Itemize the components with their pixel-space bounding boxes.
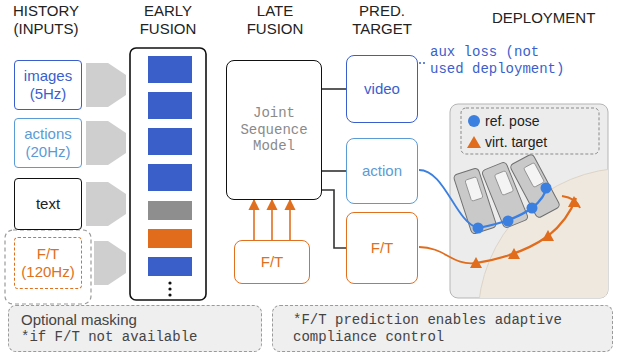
node-text: video [364, 80, 400, 98]
node-text: F/T (120Hz) [20, 245, 76, 281]
node-text: *if F/T not available [21, 329, 197, 346]
input-box: images (5Hz) [14, 60, 82, 110]
target-box: action [346, 138, 418, 204]
node-text: action [362, 162, 402, 180]
node-text: images (5Hz) [20, 67, 76, 103]
input-funnels [86, 63, 126, 285]
legend-circle [468, 115, 480, 127]
ref-pose-dots [473, 183, 552, 234]
legend-text: virt. target [485, 134, 595, 151]
connector [322, 89, 346, 90]
robot-scene [453, 153, 608, 298]
note-box: Optional masking*if F/T not available [8, 305, 262, 352]
legend-text: ref. pose [485, 113, 595, 130]
action-wire [419, 170, 478, 228]
aux-note: aux loss (not used deployment) [430, 44, 572, 78]
legend-box [461, 108, 599, 154]
aux-leader [419, 62, 426, 64]
column-header: DEPLOYMENT [492, 9, 617, 27]
masking-bracket [5, 230, 91, 304]
legend-triangle [467, 136, 481, 148]
late-input-box: F/T [234, 240, 310, 284]
input-box: F/T (120Hz) [14, 237, 82, 289]
connector [322, 171, 346, 172]
early-fusion-box [130, 48, 206, 300]
node-text: F/T [371, 239, 394, 257]
node-text: Optional masking [21, 311, 137, 329]
model-box: Joint Sequence Model [226, 60, 322, 200]
node-text: *F/T prediction enables adaptive complia… [293, 312, 592, 346]
target-box: F/T [346, 212, 418, 284]
target-box: video [346, 55, 418, 123]
column-header: HISTORY (INPUTS) [2, 2, 90, 38]
node-text: text [36, 195, 60, 213]
virtual-target-marks [470, 196, 580, 268]
note-box: *F/T prediction enables adaptive complia… [272, 305, 613, 352]
node-text: Joint Sequence Model [232, 105, 316, 155]
column-header: PRED. TARGET [340, 2, 424, 38]
token-blocks [148, 56, 192, 297]
ft-wire [419, 247, 476, 263]
column-header: EARLY FUSION [124, 2, 212, 38]
node-text: actions (20Hz) [20, 125, 76, 161]
connector [254, 200, 290, 240]
connector [322, 190, 346, 248]
input-box: text [14, 178, 82, 230]
node-text: F/T [261, 253, 284, 271]
column-header: LATE FUSION [234, 2, 316, 38]
input-box: actions (20Hz) [14, 118, 82, 168]
